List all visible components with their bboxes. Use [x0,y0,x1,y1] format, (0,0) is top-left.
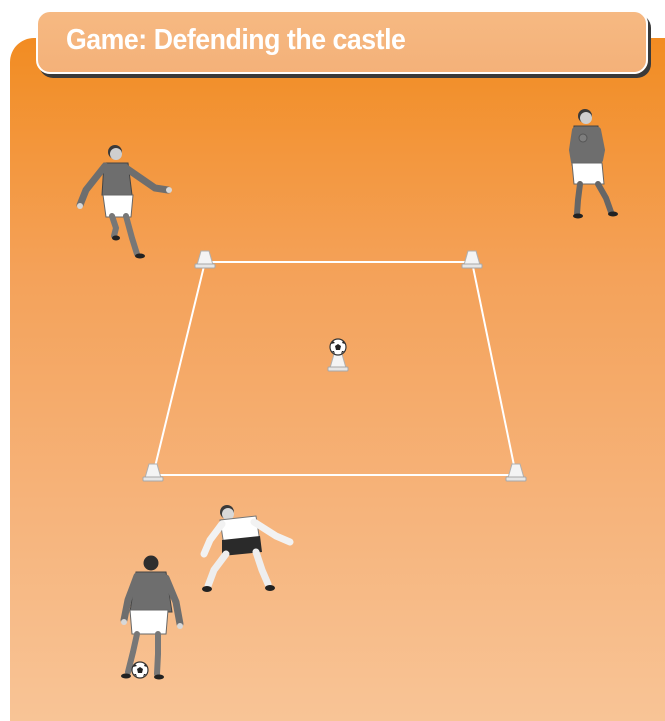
castle-ball-on-cone [328,339,348,371]
attacker-player-with-ball [121,556,183,680]
attacker-player [572,109,618,219]
cone-marker [462,251,482,268]
attacker-player [77,145,172,259]
cone-marker [195,251,215,268]
cone-marker [143,464,163,481]
defender-player [202,505,290,592]
cone-marker [506,464,526,481]
